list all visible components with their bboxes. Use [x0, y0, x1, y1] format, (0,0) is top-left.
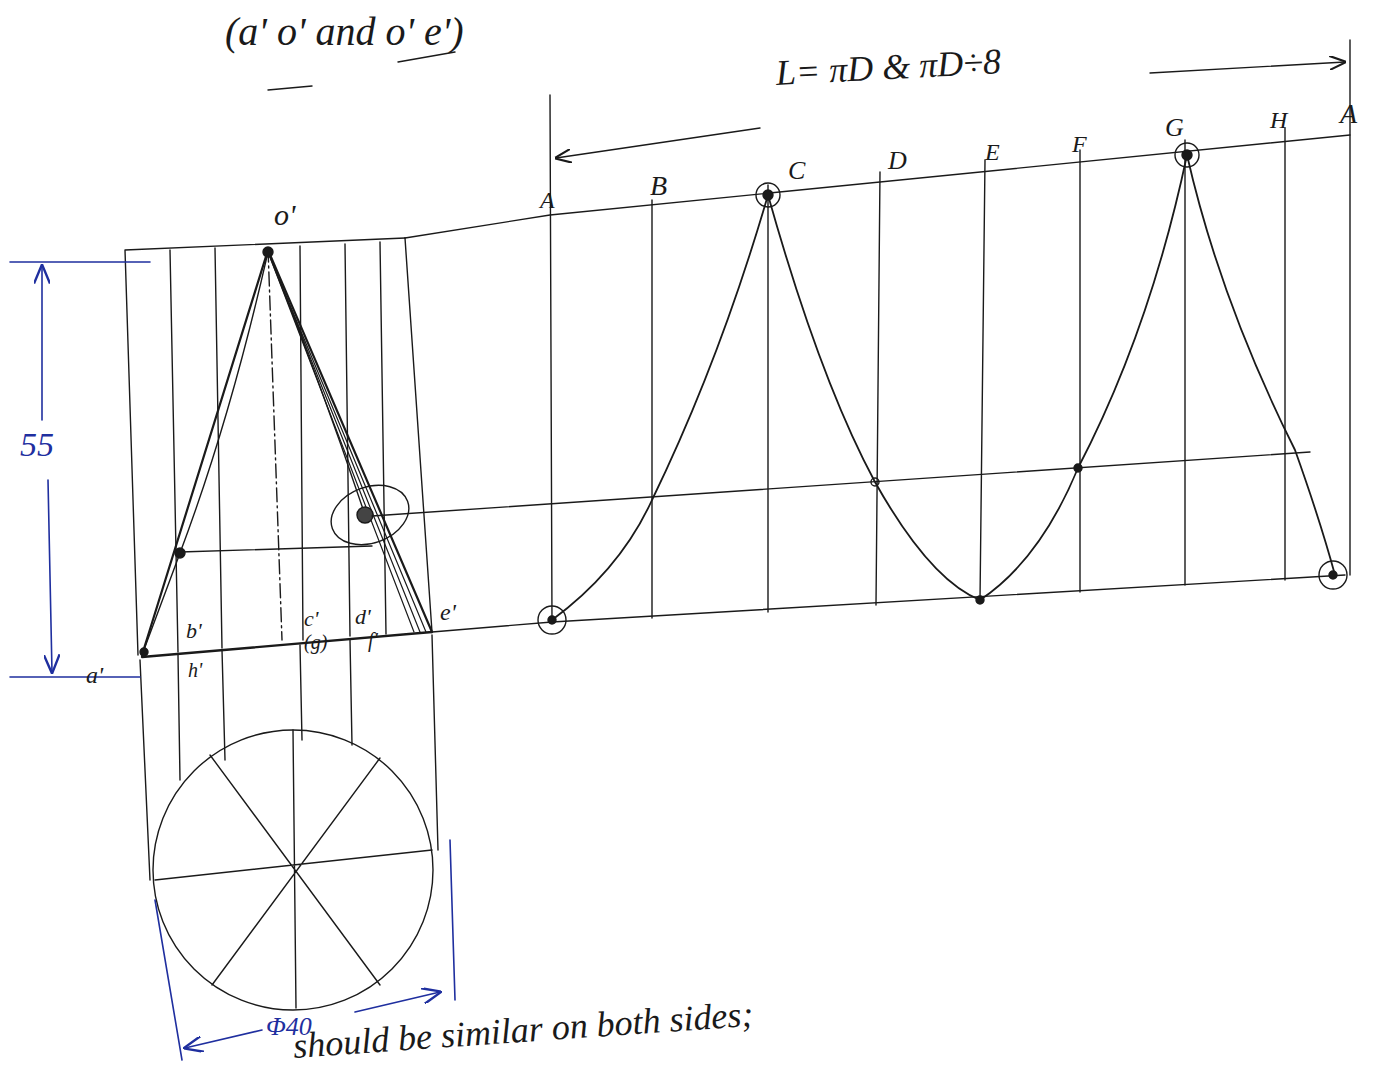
point-label: h' — [188, 660, 202, 680]
heading-note: (a' o' and o' e') — [225, 12, 464, 52]
point-label: c' — [304, 608, 318, 630]
point-letter: H — [1270, 108, 1287, 132]
point-label: b' — [186, 620, 202, 642]
apex-label: o' — [274, 200, 295, 230]
point-letter: G — [1165, 115, 1184, 141]
point-label: d' — [355, 606, 371, 628]
dimension-value: 55 — [20, 428, 54, 462]
point-letter: A — [1340, 100, 1357, 128]
point-label: (g) — [304, 632, 327, 652]
length-formula: L= πD & πD÷8 — [775, 43, 1002, 91]
point-label: f' — [368, 630, 378, 650]
point-label: e' — [440, 600, 456, 624]
handwritten-note: should be similar on both sides; — [292, 996, 754, 1064]
point-label: a' — [86, 663, 103, 687]
point-letter: E — [985, 140, 1000, 164]
point-letter: C — [788, 158, 805, 184]
point-letter: B — [650, 172, 667, 200]
point-letter: D — [888, 148, 907, 174]
point-letter: F — [1072, 132, 1087, 156]
point-letter: A — [540, 188, 555, 212]
